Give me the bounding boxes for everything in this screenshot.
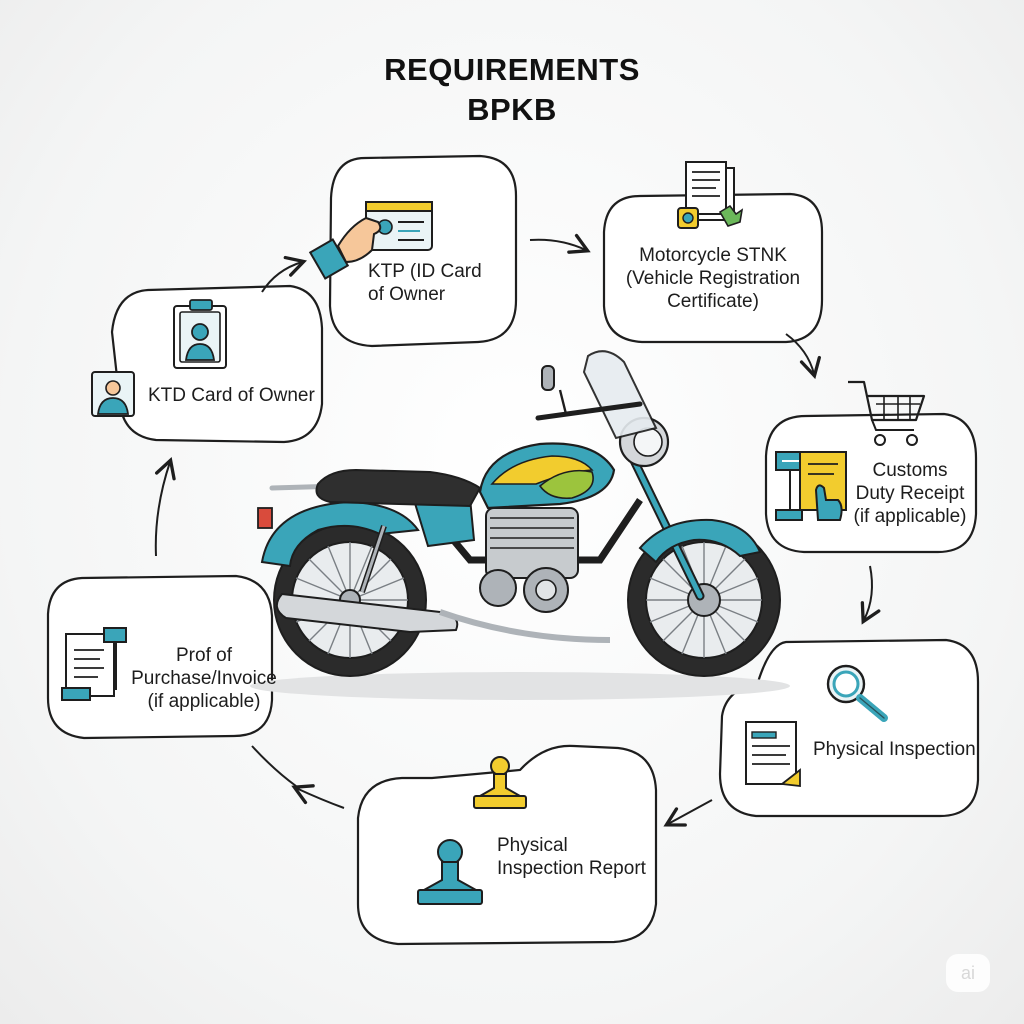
node-label-customs: Customs Duty Receipt (if applicable) <box>853 460 967 527</box>
node-label-ktd: KTD Card of Owner <box>148 385 315 406</box>
arrow-ktp-to-stnk <box>529 233 591 254</box>
motorcycle-icon <box>250 350 790 700</box>
node-label-ktp: KTP (ID Card of Owner <box>368 261 482 305</box>
page-subtitle: BPKB <box>467 92 557 127</box>
document-stamp-icon <box>677 161 744 229</box>
ai-watermark: ai <box>946 954 990 992</box>
id-card-hand-icon <box>308 201 433 280</box>
magnifier-document-icon <box>745 664 888 788</box>
node-label-inspection: Physical Inspection <box>813 739 976 760</box>
node-label-report: Physical Inspection Report <box>497 835 646 879</box>
node-label-purchase: Prof of Purchase/Invoice (if applicable) <box>131 645 277 712</box>
arrow-report-to-purchase <box>291 784 345 809</box>
arrow-customs-to-inspection <box>860 565 881 625</box>
node-label-stnk: Motorcycle STNK (Vehicle Registration Ce… <box>625 245 801 312</box>
node-bubble-stnk <box>602 192 824 344</box>
page-title: REQUIREMENTS <box>384 52 640 87</box>
arrow-ktd-to-ktp <box>261 255 307 293</box>
arrow-purchase-curve <box>251 745 297 787</box>
node-bubble-purchase <box>46 574 274 740</box>
invoice-icon <box>61 627 127 701</box>
person-card-icon <box>91 299 227 417</box>
rubber-stamp-icon <box>417 756 527 905</box>
arrow-inspection-to-report <box>663 799 713 827</box>
arrow-stnk-to-customs <box>785 333 821 380</box>
receipt-hand-icon <box>775 451 847 521</box>
shopping-cart-icon <box>848 380 926 446</box>
arrow-purchase-to-ktd <box>154 457 176 557</box>
